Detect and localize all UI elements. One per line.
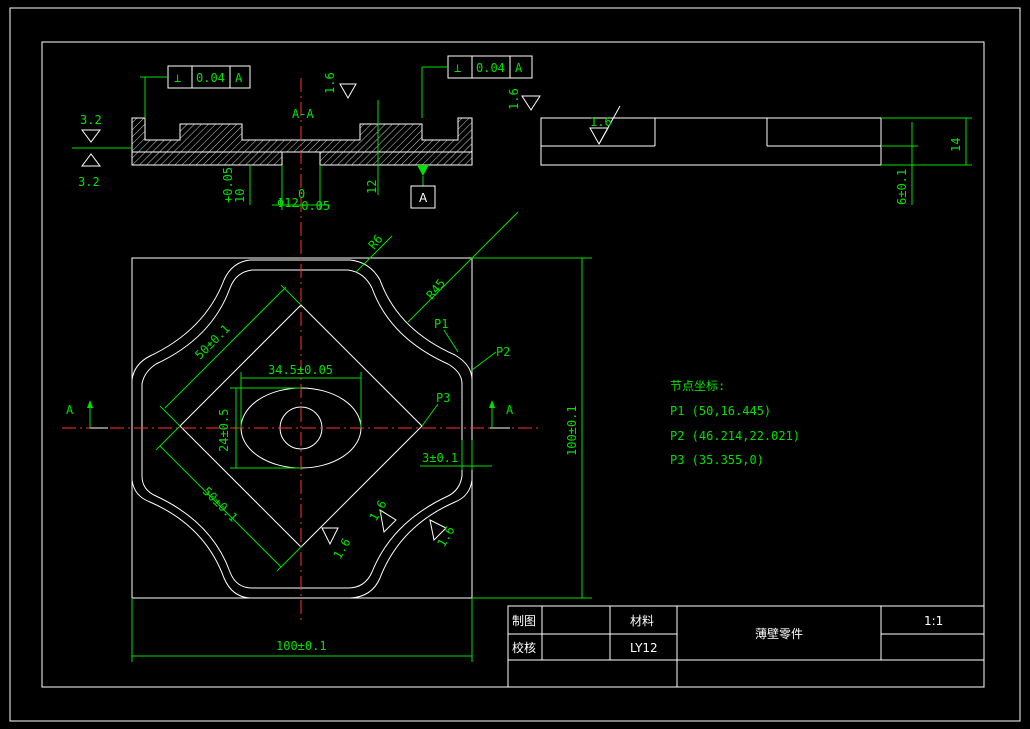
scale-value: 1:1 — [924, 614, 943, 628]
plan-view: A A 34.5±0.05 24±0.5 50±0.1 50±0.1 3±0.1… — [62, 211, 592, 662]
radius-arc-dim: R45 — [424, 276, 449, 302]
slot-length-dim: 34.5±0.05 — [268, 363, 333, 377]
label-p2: P2 — [496, 345, 510, 359]
material-label: 材料 — [630, 614, 654, 628]
perp-value-right: 0.04 — [476, 61, 505, 75]
width-dim: 100±0.1 — [276, 639, 327, 653]
perp-symbol-right: ⊥ — [454, 61, 461, 75]
drawn-label: 制图 — [512, 614, 536, 628]
roughness-16-side: 1.6 — [507, 88, 521, 110]
section-view: A-A ⊥ 0.04 A ⊥ 0.04 A 3.2 3.2 1.6 A — [72, 55, 533, 245]
perp-symbol-left: ⊥ — [174, 71, 181, 85]
roughness-16-plan-a: 1.6 — [330, 536, 353, 562]
section-outline — [131, 117, 473, 166]
height-dim: 100±0.1 — [565, 405, 579, 456]
label-p1: P1 — [434, 317, 448, 331]
label-p3: P3 — [436, 391, 450, 405]
slot-width-dim: 24±0.5 — [217, 409, 231, 452]
diag-lower-dim: 50±0.1 — [200, 484, 241, 525]
perp-datum-right: A — [515, 61, 523, 75]
title-block: 制图 校核 材料 LY12 薄壁零件 1:1 — [507, 605, 985, 688]
side-view: 1.6 1.6 14 6±0.1 — [507, 88, 972, 205]
checked-label: 校核 — [512, 640, 536, 655]
depth-dim: 6±0.1 — [895, 169, 909, 205]
node-p2: P2 (46.214,22.021) — [670, 429, 800, 443]
inner-profile — [141, 269, 463, 589]
offset-dim: 3±0.1 — [422, 451, 458, 465]
roughness-32-bottom: 3.2 — [78, 175, 100, 189]
node-heading: 节点坐标: — [670, 379, 725, 393]
node-coordinates: 节点坐标: P1 (50,16.445) P2 (46.214,22.021) … — [670, 379, 800, 467]
part-name: 薄壁零件 — [755, 626, 803, 641]
material-value: LY12 — [630, 641, 658, 655]
section-title: A-A — [292, 107, 314, 121]
depth-value: 10 — [233, 189, 247, 203]
datum-a-label: A — [419, 191, 428, 205]
section-marker-left: A — [66, 403, 74, 417]
step-height: 12 — [365, 180, 379, 194]
radius-corner-dim: R6 — [366, 232, 386, 252]
outer-frame — [9, 7, 1021, 722]
node-p1: P1 (50,16.445) — [670, 404, 771, 418]
roughness-16-plan-c: 1.6 — [434, 524, 457, 550]
section-marker-right: A — [506, 403, 514, 417]
roughness-16-center: 1.6 — [323, 72, 337, 94]
bore-tol-upper: 0 — [298, 187, 305, 201]
outer-profile — [131, 259, 473, 599]
datum-a-box — [410, 185, 436, 209]
bore-tol-lower: -0.05 — [294, 199, 330, 213]
roughness-16-plan-b: 1.6 — [366, 498, 389, 524]
roughness-32-top: 3.2 — [80, 113, 102, 127]
node-p3: P3 (35.355,0) — [670, 453, 764, 467]
perp-value-left: 0.04 — [196, 71, 225, 85]
roughness-16-side-inner: 1.6 — [590, 115, 612, 129]
bore-dim: Φ12 — [277, 196, 299, 210]
diag-upper-dim: 50±0.1 — [192, 322, 233, 363]
thickness-dim: 14 — [949, 138, 963, 152]
depth-tolerance: +0.05 — [221, 167, 235, 203]
perp-datum-left: A — [235, 71, 243, 85]
